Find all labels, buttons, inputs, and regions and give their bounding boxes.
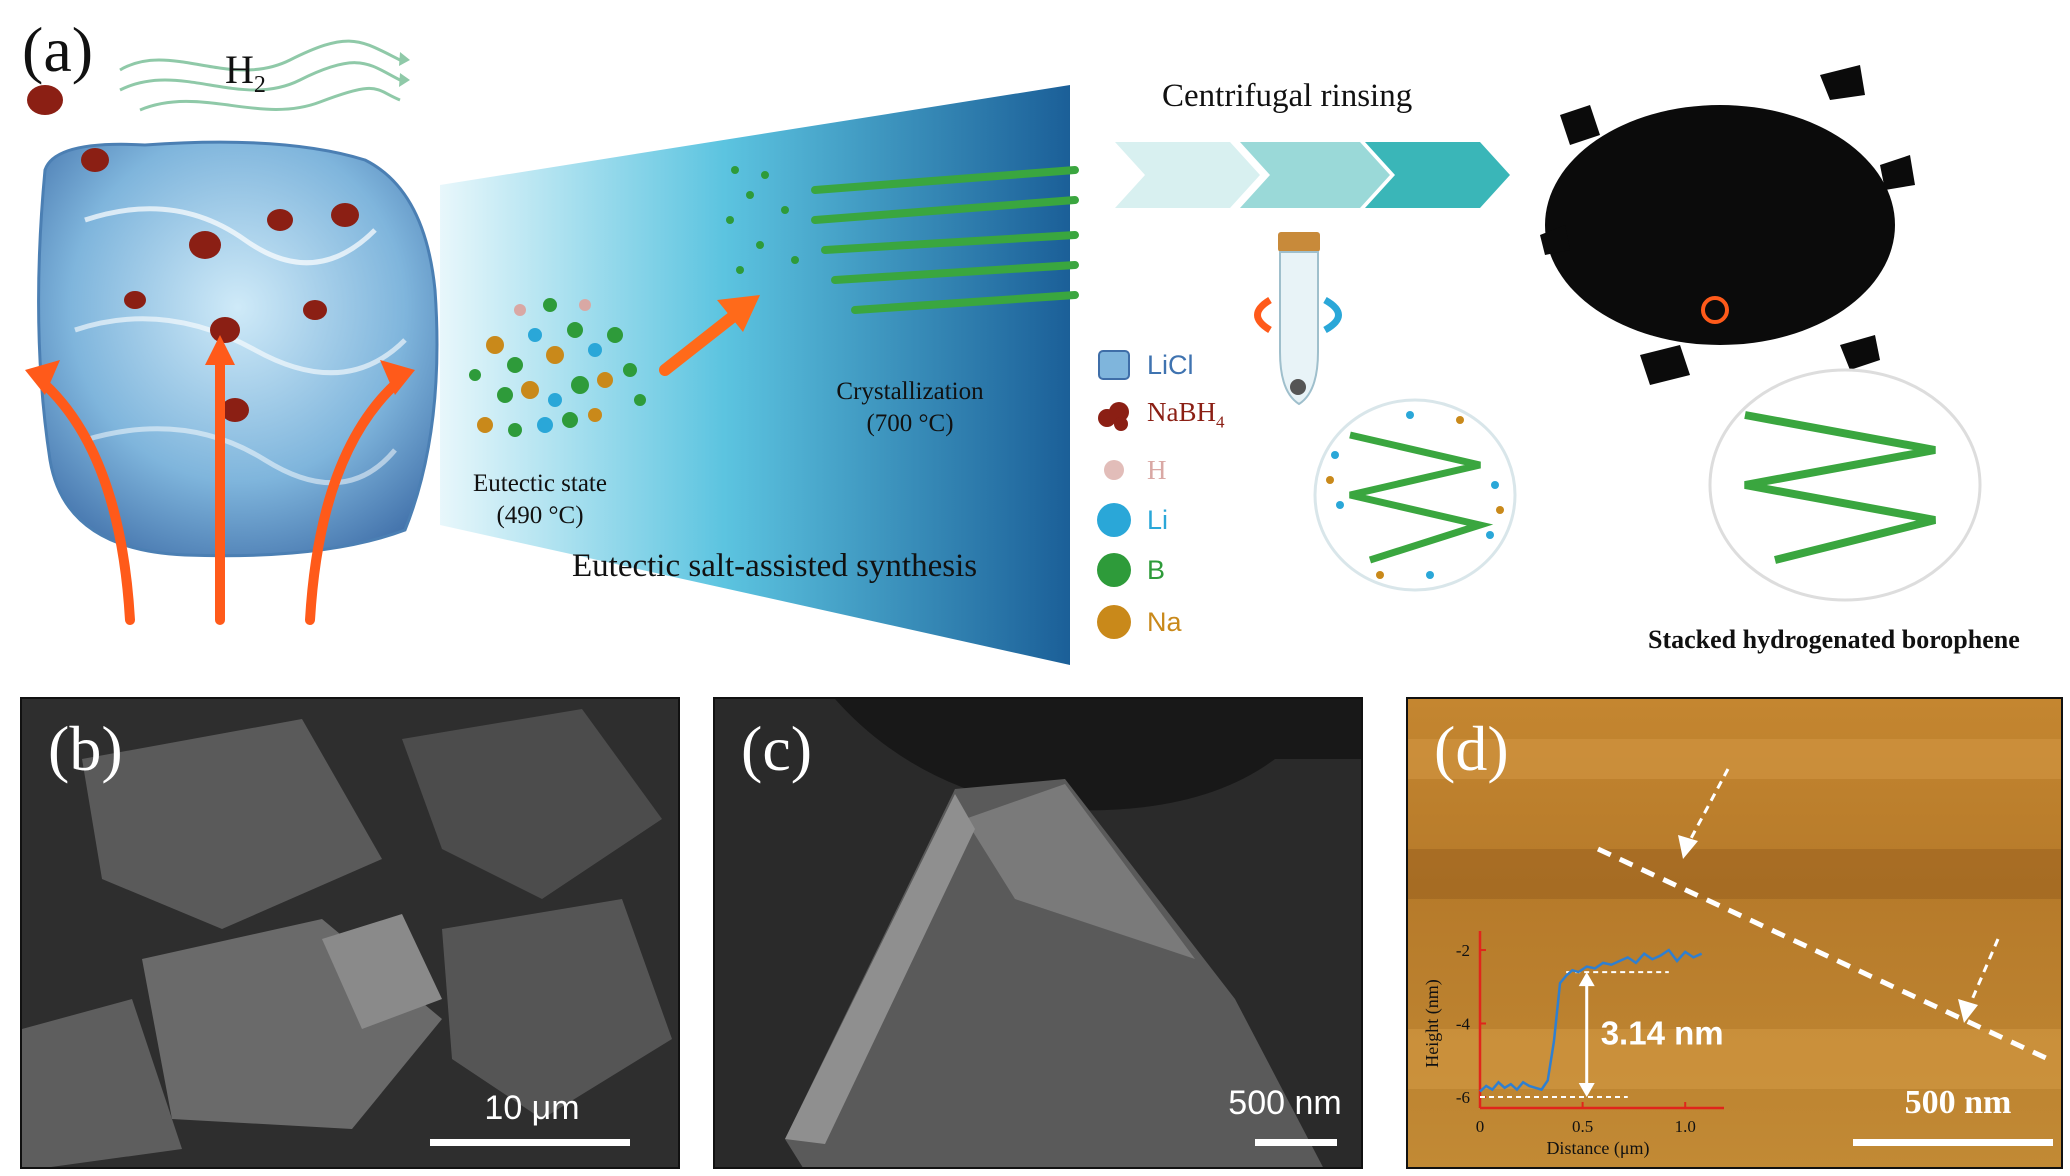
gas-label: H2 <box>225 46 266 99</box>
y-tick-label: -2 <box>1456 941 1470 960</box>
legend-item-b: B <box>1095 550 1165 590</box>
gas-formula: H <box>225 47 254 92</box>
nabh4-particle-icon <box>1098 402 1129 431</box>
scale-bar-d <box>1853 1139 2053 1146</box>
height-profile-line <box>1479 948 1703 1093</box>
sem-image-c <box>715 699 1361 1167</box>
sodium-sphere-icon <box>1097 605 1131 639</box>
scale-label-b: 10 μm <box>484 1089 580 1127</box>
hydrogen-sphere-icon <box>1104 460 1124 480</box>
y-tick-label: -6 <box>1456 1088 1470 1107</box>
legend-item-nabh4: NaBH4 <box>1095 395 1225 435</box>
process-light-beam <box>440 85 1070 665</box>
panel-c-sem: (c) 500 nm <box>713 697 1363 1169</box>
x-tick-label: 0 <box>1476 1117 1485 1136</box>
nabh4-subscript: 4 <box>1216 412 1225 432</box>
licl-crystal-cube <box>37 140 439 558</box>
eutectic-label: Eutectic state <box>473 470 607 497</box>
y-tick-label: -4 <box>1456 1015 1471 1034</box>
scale-bar-b <box>430 1139 630 1146</box>
borophene-flake-pile <box>1540 65 1915 385</box>
step-height-label: 3.14 nm <box>1601 1015 1724 1052</box>
legend-item-li: Li <box>1095 500 1168 540</box>
y-axis-label: Height (nm) <box>1422 979 1443 1067</box>
panel-a-schematic: (a) H2 <box>22 14 2020 665</box>
crystallized-borophene-layers <box>726 166 1079 314</box>
x-tick-label: 1.0 <box>1675 1117 1696 1136</box>
legend-label-b: B <box>1147 554 1166 585</box>
crystallization-temperature: (700 °C) <box>866 410 954 437</box>
transition-arrow-icon <box>659 295 760 376</box>
x-axis-label: Distance (μm) <box>1546 1138 1649 1159</box>
step-arrow-head-top <box>1578 972 1595 987</box>
scale-label-d: 500 nm <box>1904 1084 2012 1121</box>
legend-label-na: Na <box>1147 606 1182 637</box>
heat-arrows-icon <box>25 335 415 625</box>
eutectic-atom-cluster <box>469 298 646 437</box>
rinsing-label: Centrifugal rinsing <box>1162 78 1413 114</box>
nabh4-particle-icon <box>27 85 63 115</box>
legend-item-licl: LiCl <box>1095 345 1194 385</box>
rinsing-magnified-view <box>1313 398 1517 592</box>
scale-label-c: 500 nm <box>1228 1084 1342 1122</box>
crystallization-label: Crystallization <box>836 378 984 405</box>
boron-sphere-icon <box>1097 553 1131 587</box>
step-arrow-head-bottom <box>1578 1082 1595 1097</box>
panel-letter-d: (d) <box>1434 713 1509 784</box>
product-label: Stacked hydrogenated borophene <box>1648 625 2020 654</box>
licl-crystal-icon <box>1098 350 1130 380</box>
nabh4-formula: NaBH <box>1147 397 1216 428</box>
afm-image-d <box>1408 699 2061 1167</box>
panel-letter-c: (c) <box>741 713 813 784</box>
panel-letter-b: (b) <box>48 713 123 784</box>
panel-b-sem: (b) 10 μm <box>20 697 680 1169</box>
gas-subscript: 2 <box>253 72 266 98</box>
legend-label-li: Li <box>1147 504 1169 535</box>
process-chevrons-icon <box>1115 142 1510 208</box>
legend-label-h: H <box>1147 454 1167 485</box>
sem-image-b <box>22 699 678 1167</box>
eutectic-temperature: (490 °C) <box>496 502 584 529</box>
lithium-sphere-icon <box>1097 503 1131 537</box>
legend-item-h: H <box>1095 450 1167 490</box>
product-magnified-view <box>1708 368 1982 602</box>
scale-bar-c <box>1255 1139 1337 1146</box>
x-tick-label: 0.5 <box>1572 1117 1593 1136</box>
gas-flow-lines-icon <box>119 39 410 112</box>
legend-label-nabh4: NaBH4 <box>1147 397 1225 432</box>
legend-label-licl: LiCl <box>1147 349 1194 380</box>
rotation-arrows-icon <box>1254 296 1342 334</box>
process-label: Eutectic salt-assisted synthesis <box>572 548 978 584</box>
centrifuge-tube-icon <box>1278 232 1320 406</box>
legend-item-na: Na <box>1095 602 1182 642</box>
panel-letter-a: (a) <box>22 14 94 85</box>
